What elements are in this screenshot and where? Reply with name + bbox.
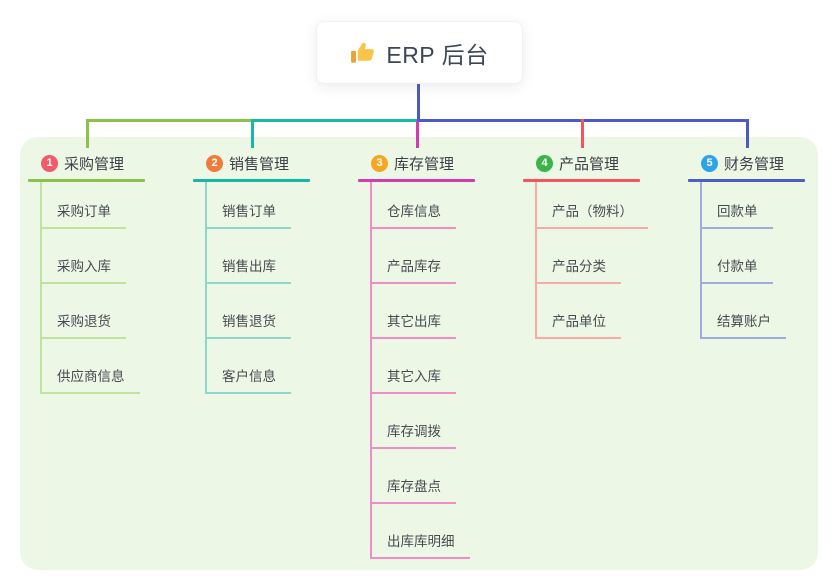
branches-background-panel: [20, 137, 818, 570]
child-row: 其它入库: [370, 339, 523, 394]
child-row: 销售订单: [205, 182, 358, 229]
branch-underline: [358, 179, 475, 182]
child-node[interactable]: 结算账户: [700, 310, 786, 339]
child-node[interactable]: 产品（物料）: [535, 200, 648, 229]
branch-children: 销售订单销售出库销售退货客户信息: [205, 182, 358, 394]
drop-line-sales: [251, 119, 254, 148]
child-node[interactable]: 产品库存: [370, 255, 456, 284]
child-node[interactable]: 采购入库: [40, 255, 126, 284]
drop-line-inventory: [416, 121, 419, 148]
child-node[interactable]: 其它出库: [370, 310, 456, 339]
child-node[interactable]: 销售出库: [205, 255, 291, 284]
child-node[interactable]: 回款单: [700, 200, 773, 229]
branch-heading[interactable]: 1 采购管理: [28, 148, 193, 179]
branch-column-5: 5 财务管理 回款单付款单结算账户: [688, 148, 839, 339]
drop-line-finance: [746, 119, 749, 148]
branch-column-4: 4 产品管理 产品（物料） 产品分类产品单位: [523, 148, 688, 339]
child-row: 客户信息: [205, 339, 358, 394]
child-row: 产品（物料）: [535, 182, 688, 229]
child-node[interactable]: 销售订单: [205, 200, 291, 229]
child-row: 库存调拨: [370, 394, 523, 449]
child-node[interactable]: 销售退货: [205, 310, 291, 339]
branch-number-badge: 4: [536, 155, 553, 172]
child-row: 采购订单: [40, 182, 193, 229]
drop-line-product: [581, 119, 584, 148]
thumbs-up-icon: [350, 40, 376, 66]
branch-label: 财务管理: [724, 156, 785, 173]
branch-heading[interactable]: 3 库存管理: [358, 148, 523, 179]
child-row: 采购退货: [40, 284, 193, 339]
child-row: 产品库存: [370, 229, 523, 284]
branch-number-badge: 3: [371, 155, 388, 172]
branch-label: 销售管理: [229, 156, 290, 173]
child-row: 仓库信息: [370, 182, 523, 229]
branch-column-3: 3 库存管理 仓库信息产品库存其它出库其它入库库存调拨库存盘点出库库明细: [358, 148, 523, 559]
child-row: 产品单位: [535, 284, 688, 339]
child-row: 采购入库: [40, 229, 193, 284]
branch-heading[interactable]: 5 财务管理: [688, 148, 839, 179]
child-node[interactable]: 产品分类: [535, 255, 621, 284]
child-row: 供应商信息: [40, 339, 193, 394]
branch-label: 库存管理: [394, 156, 455, 173]
drop-line-purchase: [86, 119, 89, 148]
branch-heading[interactable]: 4 产品管理: [523, 148, 688, 179]
branch-children: 产品（物料） 产品分类产品单位: [535, 182, 688, 339]
child-node[interactable]: 付款单: [700, 255, 773, 284]
child-row: 销售退货: [205, 284, 358, 339]
branch-number-badge: 2: [206, 155, 223, 172]
branch-number-badge: 1: [41, 155, 58, 172]
root-node[interactable]: ERP 后台: [316, 21, 523, 84]
branch-children: 采购订单采购入库采购退货供应商信息: [40, 182, 193, 394]
child-node[interactable]: 产品单位: [535, 310, 621, 339]
branch-column-2: 2 销售管理 销售订单销售出库销售退货客户信息: [193, 148, 358, 394]
child-row: 回款单: [700, 182, 839, 229]
branch-heading[interactable]: 2 销售管理: [193, 148, 358, 179]
child-node[interactable]: 其它入库: [370, 365, 456, 394]
child-node[interactable]: 供应商信息: [40, 365, 140, 394]
child-node[interactable]: 采购订单: [40, 200, 126, 229]
child-node[interactable]: 客户信息: [205, 365, 291, 394]
branch-number-badge: 5: [701, 155, 718, 172]
child-row: 其它出库: [370, 284, 523, 339]
root-node-label: ERP 后台: [386, 41, 489, 68]
branch-underline: [523, 179, 640, 182]
branch-underline: [28, 179, 145, 182]
branch-children: 仓库信息产品库存其它出库其它入库库存调拨库存盘点出库库明细: [370, 182, 523, 559]
branch-column-1: 1 采购管理 采购订单采购入库采购退货供应商信息: [28, 148, 193, 394]
root-connector-line: [417, 84, 420, 121]
child-row: 结算账户: [700, 284, 839, 339]
bus-line-teal: [251, 119, 420, 122]
child-row: 付款单: [700, 229, 839, 284]
child-row: 销售出库: [205, 229, 358, 284]
branch-underline: [688, 179, 805, 182]
branch-underline: [193, 179, 310, 182]
child-node[interactable]: 采购退货: [40, 310, 126, 339]
child-node[interactable]: 出库库明细: [370, 530, 470, 559]
child-row: 库存盘点: [370, 449, 523, 504]
child-node[interactable]: 仓库信息: [370, 200, 456, 229]
branch-label: 采购管理: [64, 156, 125, 173]
child-row: 出库库明细: [370, 504, 523, 559]
branch-label: 产品管理: [559, 156, 620, 173]
branch-children: 回款单付款单结算账户: [700, 182, 839, 339]
child-row: 产品分类: [535, 229, 688, 284]
child-node[interactable]: 库存调拨: [370, 420, 456, 449]
child-node[interactable]: 库存盘点: [370, 475, 456, 504]
